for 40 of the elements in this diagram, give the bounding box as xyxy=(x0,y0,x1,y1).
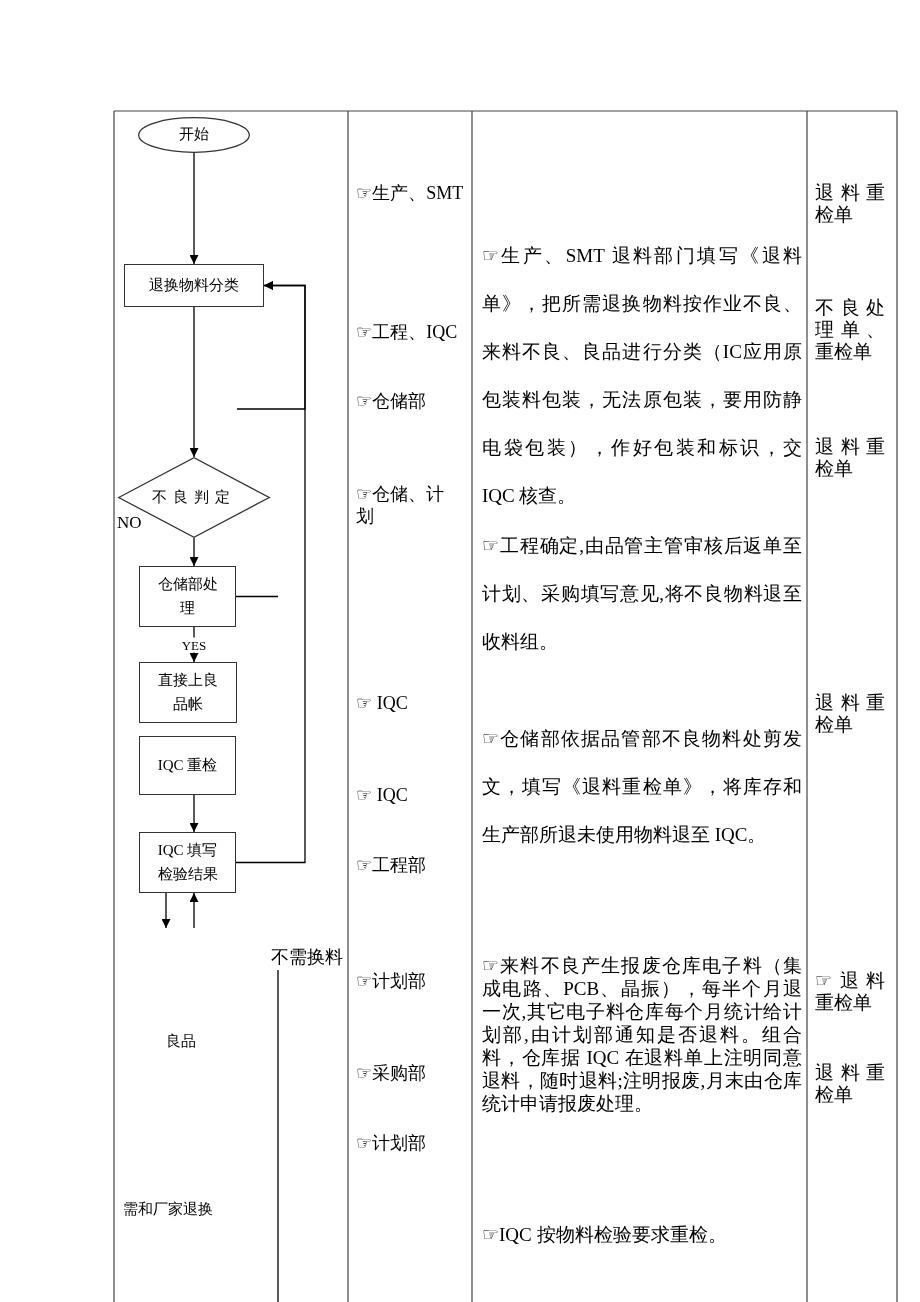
branch-label: 需和厂家退换 xyxy=(123,1200,213,1219)
arrow xyxy=(189,537,199,567)
form-name: 退料重检单 xyxy=(815,1062,885,1106)
arrow xyxy=(189,306,199,458)
department-name: ☞ IQC xyxy=(356,784,408,806)
department-name: ☞工程部 xyxy=(356,854,427,876)
department-name: ☞仓储、计划 xyxy=(356,483,446,527)
branch-label: 不需换料 xyxy=(271,946,343,968)
department-name: ☞生产、SMT xyxy=(356,182,464,204)
arrow xyxy=(189,152,199,265)
procedure-paragraph: ☞生产、SMT 退料部门填写《退料单》，把所需退换物料按作业不良、来料不良、良品进行分类（IC应用原包装料包装，无法原包装，要用防静电袋包装），作好包装和标识，交 IQC 核查。 xyxy=(482,244,802,508)
process-box: 仓储部处理 xyxy=(139,566,236,627)
arrow xyxy=(236,281,306,410)
department-name: ☞ IQC xyxy=(356,692,408,714)
branch-label: 良品 xyxy=(166,1032,196,1051)
form-name: 退料重检单 xyxy=(815,182,885,226)
department-name: ☞计划部 xyxy=(356,1132,427,1154)
start-ellipse: 开始 xyxy=(138,117,250,153)
form-name: 退料重检单 xyxy=(815,692,885,736)
branch-label: NO xyxy=(117,513,142,533)
form-name: ☞退料重检单 xyxy=(815,970,885,1014)
department-name: ☞计划部 xyxy=(356,970,427,992)
arrow xyxy=(189,794,199,833)
form-name: 退料重检单 xyxy=(815,436,885,480)
form-name: 不良处理单、重检单 xyxy=(815,297,885,363)
procedure-paragraph: ☞仓储部依据品管部不良物料处剪发文，填写《退料重检单》，将库存和生产部所退未使用物料退至 IQC。 xyxy=(482,727,802,847)
process-box: IQC 填写检验结果 xyxy=(139,832,236,893)
department-name: ☞工程、IQC xyxy=(356,321,458,343)
arrow xyxy=(161,892,171,929)
arrow xyxy=(189,892,199,929)
connector-line xyxy=(235,595,279,598)
procedure-paragraph: ☞工程确定,由品管主管审核后返单至计划、采购填写意见,将不良物料退至收料组。 xyxy=(482,534,802,654)
department-name: ☞仓储部 xyxy=(356,390,427,412)
procedure-paragraph: ☞来料不良产生报废仓库电子料（集成电路、PCB、晶振），每半个月退一次,其它电子料仓库每个月统计给计划部,由计划部通知是否退料。组合料，仓库据 IQC 在退料单上注明同意退料，随时退料;注明报废,月末由仓库统计申请报废处理。 xyxy=(482,954,802,1115)
edge-label: YES xyxy=(179,637,209,652)
procedure-paragraph: ☞IQC 按物料检验要求重检。 xyxy=(482,1223,727,1246)
process-box: IQC 重检 xyxy=(139,736,236,795)
process-box: 退换物料分类 xyxy=(124,264,264,307)
department-name: ☞采购部 xyxy=(356,1062,427,1084)
process-box: 直接上良品帐 xyxy=(139,662,237,723)
